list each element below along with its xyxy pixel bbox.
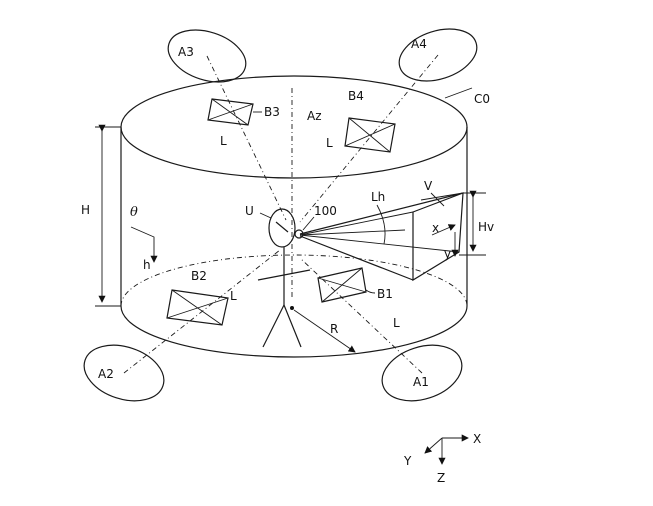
label-axis-z: Z (437, 471, 445, 485)
view-frustum (299, 192, 464, 282)
label-b2: B2 (191, 269, 207, 283)
label-az: Az (307, 109, 322, 123)
radius-r (290, 306, 356, 353)
user-head (268, 208, 296, 248)
line-l-a3 (206, 55, 287, 221)
user-arms (257, 269, 311, 281)
label-a3: A3 (178, 45, 194, 59)
cylinder-c0 (120, 75, 473, 358)
region-a3 (167, 29, 247, 83)
label-y-small: y (444, 247, 451, 261)
label-r: R (330, 322, 338, 336)
box-b4 (344, 117, 396, 153)
label-x-small: x (432, 221, 439, 235)
line-l-a4 (299, 54, 439, 223)
view-screen-v (412, 192, 464, 282)
c0-leader-line (444, 87, 473, 99)
box-b3 (207, 98, 262, 126)
label-v: V (424, 179, 433, 193)
label-a2: A2 (98, 367, 114, 381)
hv-dimension (459, 190, 486, 256)
line-l-a1 (299, 257, 423, 374)
angle-lh-arc (376, 204, 386, 245)
axis-indicator (424, 434, 469, 465)
cylinder-bottom-front-arc (120, 305, 468, 358)
label-b3: B3 (264, 105, 280, 119)
label-l-b4: L (326, 136, 333, 150)
label-theta: θ (130, 205, 138, 220)
label-c0: C0 (474, 92, 490, 106)
box-b2 (166, 289, 229, 326)
theta-direction-arrow (130, 226, 158, 263)
cylinder-top-ellipse (120, 75, 468, 179)
label-user-u: U (245, 204, 254, 218)
label-l-b2: L (230, 289, 237, 303)
label-hv: Hv (478, 220, 494, 234)
user-right-leg (283, 304, 302, 348)
label-l-b1: L (393, 316, 400, 330)
label-axis-y: Y (403, 454, 412, 468)
label-lh: Lh (371, 190, 385, 204)
user-left-leg (262, 304, 285, 348)
label-b4: B4 (348, 89, 364, 103)
cylinder-bottom-back-arc (120, 254, 468, 307)
region-a4 (398, 28, 478, 82)
user-figure (257, 208, 311, 348)
label-l-b3: L (220, 134, 227, 148)
label-h-lower: h (143, 258, 151, 272)
box-b1 (317, 267, 376, 303)
label-b1: B1 (377, 287, 393, 301)
label-device-100: 100 (314, 204, 337, 218)
label-height-h: H (81, 203, 90, 217)
screen-x-arrow (431, 224, 456, 236)
label-axis-x: X (473, 432, 481, 446)
height-dimension-h (95, 124, 121, 307)
region-a2 (83, 344, 165, 402)
v-leader (430, 192, 445, 207)
label-a1: A1 (413, 375, 429, 389)
label-a4: A4 (411, 37, 427, 51)
region-a1 (381, 344, 463, 402)
